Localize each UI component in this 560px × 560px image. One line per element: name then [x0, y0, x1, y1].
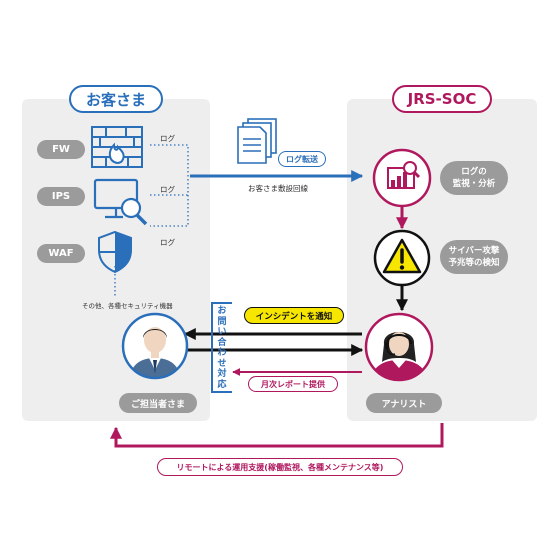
inquiry-char: 対 — [217, 369, 227, 379]
inquiry-char: 合 — [217, 337, 227, 348]
remote-support-label: リモートによる運用支援(稼働監視、各種メンテナンス等) — [157, 458, 403, 476]
incident-notice-label: インシデントを通知 — [244, 307, 344, 324]
analyst-person-icon — [364, 312, 434, 382]
customer-line-label: お客さま敷設回線 — [248, 184, 308, 193]
device-waf: WAF — [37, 244, 85, 263]
inquiry-vertical-label: お 問 い 合 わ せ 対 応 — [213, 306, 231, 390]
inquiry-char: せ — [217, 358, 227, 369]
other-devices-label: その他、各種セキュリティ機器 — [82, 302, 173, 310]
customer-contact-label: ご担当者さま — [119, 393, 197, 413]
monitor-analysis-label: ログの 監視・分析 — [440, 161, 508, 195]
log-transfer-label: ログ転送 — [278, 151, 326, 167]
analytics-chart-icon — [372, 148, 432, 208]
device-fw: FW — [37, 140, 85, 159]
inquiry-char: お — [217, 306, 227, 316]
inquiry-char: 応 — [217, 379, 227, 390]
monitor-search-icon — [93, 178, 148, 226]
monitor-line1: ログの — [461, 167, 487, 177]
detection-line1: サイバー攻撃 — [448, 246, 500, 256]
inquiry-char: わ — [217, 348, 227, 358]
monitor-line2: 監視・分析 — [452, 179, 496, 189]
device-ips: IPS — [37, 187, 85, 206]
remote-support-arrow — [110, 423, 444, 448]
customer-person-icon — [121, 312, 189, 380]
inquiry-char: 問 — [217, 316, 227, 327]
soc-title: JRS-SOC — [392, 85, 492, 113]
firewall-icon — [91, 126, 143, 168]
inquiry-char: い — [217, 327, 227, 337]
log-label-ips: ログ — [160, 185, 175, 194]
monthly-report-label: 月次レポート提供 — [248, 376, 338, 392]
customer-title: お客さま — [69, 85, 163, 113]
analyst-label: アナリスト — [366, 393, 442, 413]
detection-label: サイバー攻撃 予兆等の検知 — [440, 240, 508, 274]
log-label-waf: ログ — [160, 238, 175, 247]
documents-icon — [237, 118, 277, 164]
shield-icon — [98, 230, 132, 274]
warning-icon — [373, 229, 431, 287]
log-label-fw: ログ — [160, 134, 175, 143]
detection-line2: 予兆等の検知 — [448, 258, 500, 268]
inquiry-bracket — [211, 302, 232, 393]
